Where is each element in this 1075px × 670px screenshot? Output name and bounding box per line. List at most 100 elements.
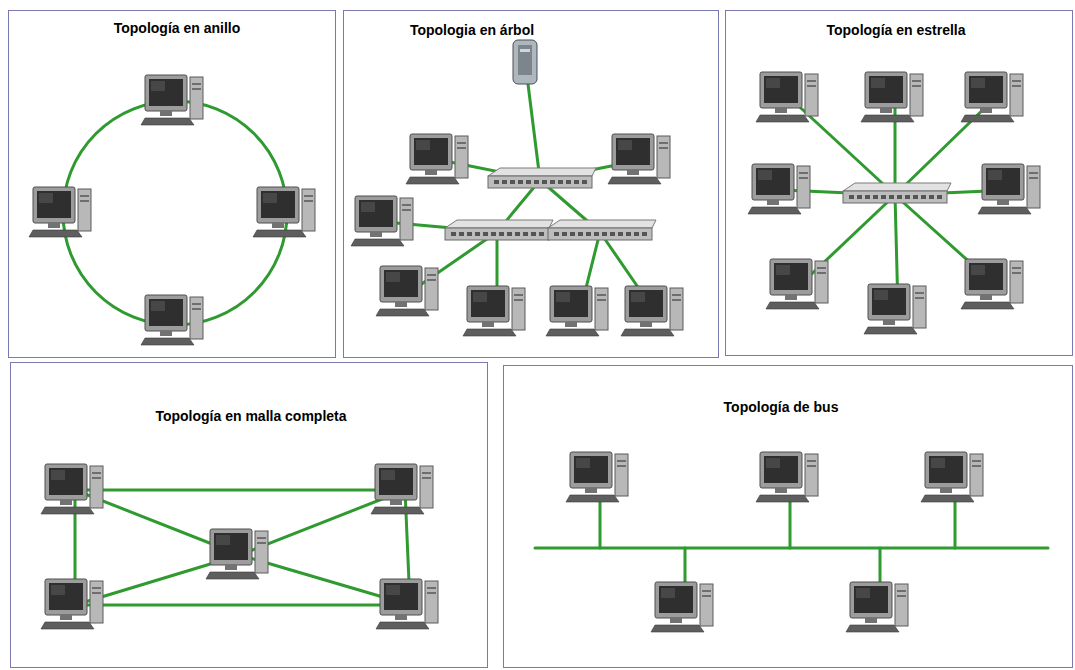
switch-top	[488, 168, 596, 176]
monitor-stand	[883, 320, 895, 325]
computer-tower	[255, 531, 268, 573]
monitor-bezel	[355, 196, 397, 232]
switch-port	[467, 232, 472, 236]
monitor-bezel	[145, 75, 187, 111]
keyboard	[41, 507, 94, 514]
monitor-bezel	[210, 529, 252, 565]
computer-icon	[921, 452, 983, 502]
switch-port	[582, 180, 587, 184]
monitor-glare	[661, 588, 675, 598]
network-cable	[789, 500, 792, 548]
keyboard	[861, 115, 914, 122]
switch-port	[483, 232, 488, 236]
panel-title: Topologia en árbol	[410, 22, 534, 38]
switch-port	[562, 232, 567, 236]
monitor-bezel	[850, 582, 892, 618]
computer-icon	[376, 579, 438, 629]
keyboard	[141, 338, 194, 345]
keyboard	[651, 625, 704, 632]
computer-tower	[400, 198, 413, 240]
monitor-bezel	[655, 582, 697, 618]
computer-icon	[463, 286, 525, 336]
drive-slot	[672, 294, 681, 296]
drive-slot	[659, 142, 668, 144]
switch-icon	[445, 220, 553, 240]
monitor-glare	[618, 140, 632, 150]
network-cable	[879, 548, 882, 586]
monitor-glare	[766, 78, 780, 88]
monitor-stand	[585, 488, 597, 493]
switch-port	[515, 232, 520, 236]
computer-tower	[190, 297, 203, 339]
monitor-glare	[576, 458, 590, 468]
network-cable	[75, 489, 405, 492]
computer-tower	[1010, 261, 1023, 303]
monitor-bezel	[375, 464, 417, 500]
drive-slot	[402, 209, 411, 211]
network-cable	[75, 604, 410, 607]
keyboard	[29, 230, 82, 237]
computer-icon	[756, 72, 818, 122]
computer-tower	[910, 74, 923, 116]
monitor-screen	[774, 263, 808, 290]
monitor-glare	[216, 535, 230, 545]
computer-tower	[425, 268, 438, 310]
keyboard	[961, 115, 1014, 122]
monitor-screen	[986, 168, 1020, 195]
keyboard	[406, 177, 459, 184]
monitor-stand	[60, 615, 72, 620]
computer-tower	[700, 584, 713, 626]
drive-slot	[80, 200, 89, 202]
switch-front	[445, 228, 549, 240]
switch-port	[526, 180, 531, 184]
drive-slot	[912, 80, 921, 82]
switch-port	[510, 180, 515, 184]
computer-icon	[608, 134, 670, 184]
switch-port	[921, 195, 926, 199]
computer-tower	[657, 136, 670, 178]
switch-front	[488, 176, 592, 188]
switch-port	[531, 232, 536, 236]
computer-icon	[961, 259, 1023, 309]
server-slot	[520, 49, 530, 52]
switch-port	[897, 195, 902, 199]
switch-port	[550, 180, 555, 184]
computer-tower	[190, 77, 203, 119]
drive-slot	[972, 465, 981, 467]
drive-slot	[807, 85, 816, 87]
drive-slot	[1012, 80, 1021, 82]
switch-port	[494, 180, 499, 184]
switch-port	[610, 232, 615, 236]
drive-slot	[422, 477, 431, 479]
computer-icon	[861, 72, 923, 122]
switch-port	[586, 232, 591, 236]
monitor-screen	[869, 76, 903, 103]
monitor-stand	[627, 170, 639, 175]
monitor-bezel	[33, 187, 75, 223]
monitor-screen	[764, 456, 798, 483]
monitor-bezel	[982, 164, 1024, 200]
switch-port	[459, 232, 464, 236]
switch-port	[873, 195, 878, 199]
network-cable	[894, 98, 897, 195]
drive-slot	[427, 279, 436, 281]
computer-tower	[913, 286, 926, 328]
drive-slot	[192, 308, 201, 310]
monitor-screen	[659, 586, 693, 613]
monitor-stand	[272, 223, 284, 228]
keyboard	[961, 302, 1014, 309]
computer-tower	[512, 288, 525, 330]
monitor-stand	[482, 322, 494, 327]
computer-icon	[756, 452, 818, 502]
keyboard	[748, 207, 801, 214]
monitor-stand	[767, 200, 779, 205]
topology-panel: Topologia en árbol	[343, 10, 719, 358]
panel-title: Topología de bus	[724, 399, 839, 415]
monitor-stand	[225, 565, 237, 570]
monitor-screen	[629, 290, 663, 317]
monitor-bezel	[760, 72, 802, 108]
monitor-screen	[616, 138, 650, 165]
monitor-glare	[151, 301, 165, 311]
keyboard	[41, 622, 94, 629]
